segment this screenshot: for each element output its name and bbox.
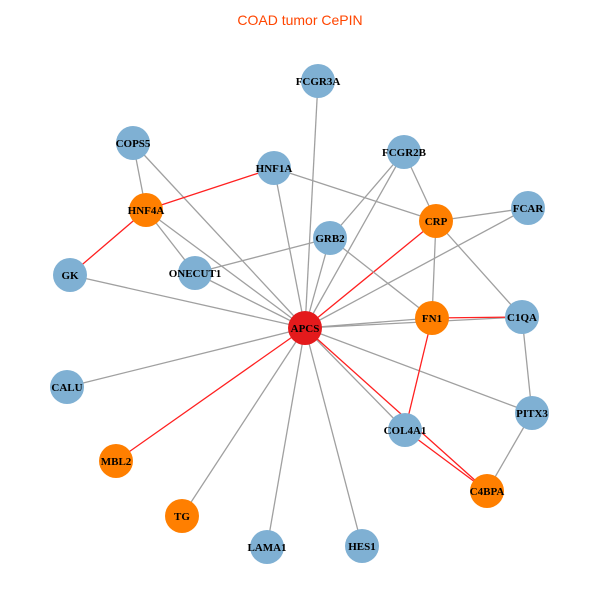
node-circle [129, 193, 163, 227]
node-circle [288, 311, 322, 345]
node-label: HNF1A [256, 163, 293, 175]
node-cops5[interactable]: COPS5 [116, 126, 151, 160]
edge-fn1-col4a1 [404, 317, 433, 431]
node-c1qa[interactable]: C1QA [505, 300, 539, 334]
diagram-title: COAD tumor CePIN [237, 12, 363, 28]
edge-grb2-fn1 [329, 237, 433, 319]
edge-apcs-hnf4a [145, 209, 306, 329]
node-label: FCAR [513, 203, 545, 215]
edge-fcgr2b-grb2 [329, 151, 405, 239]
edge-apcs-cops5 [132, 142, 306, 329]
node-fcgr2b[interactable]: FCGR2B [382, 135, 427, 169]
node-circle [419, 204, 453, 238]
edge-col4a1-c4bpa [404, 429, 488, 492]
edge-hnf1a-crp [273, 167, 437, 222]
node-label: HES1 [348, 541, 376, 553]
edge-apcs-hes1 [304, 327, 363, 547]
edge-apcs-onecut1 [194, 272, 306, 329]
node-label: FN1 [422, 313, 442, 325]
node-lama1[interactable]: LAMA1 [247, 530, 287, 564]
node-circle [345, 529, 379, 563]
node-circle [178, 256, 212, 290]
node-label: GK [61, 270, 79, 282]
node-label: LAMA1 [247, 542, 286, 554]
edge-apcs-tg [181, 327, 306, 517]
node-hnf1a[interactable]: HNF1A [256, 151, 293, 185]
node-fcgr3a[interactable]: FCGR3A [296, 64, 341, 98]
node-label: FCGR3A [296, 76, 341, 88]
node-tg[interactable]: TG [165, 499, 199, 533]
node-hnf4a[interactable]: HNF4A [128, 193, 165, 227]
edge-apcs-lama1 [266, 327, 306, 548]
node-circle [515, 396, 549, 430]
node-circle [388, 413, 422, 447]
node-circle [53, 258, 87, 292]
node-label: C1QA [507, 312, 537, 324]
edge-apcs-fcgr2b [304, 151, 405, 329]
node-circle [50, 370, 84, 404]
node-label: CRP [425, 216, 448, 228]
node-col4a1[interactable]: COL4A1 [384, 413, 427, 447]
node-circle [511, 191, 545, 225]
node-circle [99, 444, 133, 478]
node-circle [116, 126, 150, 160]
node-fcar[interactable]: FCAR [511, 191, 545, 225]
node-hes1[interactable]: HES1 [345, 529, 379, 563]
node-circle [387, 135, 421, 169]
node-label: GRB2 [315, 233, 345, 245]
edge-crp-c1qa [435, 220, 523, 318]
node-label: COL4A1 [384, 425, 427, 437]
edge-apcs-fcar [304, 207, 529, 329]
node-label: PITX3 [516, 408, 548, 420]
node-label: TG [174, 511, 190, 523]
node-circle [470, 474, 504, 508]
edge-apcs-mbl2 [115, 327, 306, 462]
node-onecut1[interactable]: ONECUT1 [169, 256, 222, 290]
node-label: MBL2 [101, 456, 132, 468]
edge-apcs-fcgr3a [304, 80, 319, 329]
edge-apcs-c4bpa [304, 327, 488, 492]
node-label: FCGR2B [382, 147, 427, 159]
node-c4bpa[interactable]: C4BPA [470, 474, 505, 508]
node-mbl2[interactable]: MBL2 [99, 444, 133, 478]
node-crp[interactable]: CRP [419, 204, 453, 238]
node-gk[interactable]: GK [53, 258, 87, 292]
edge-hnf4a-hnf1a [145, 167, 275, 211]
edge-onecut1-grb2 [194, 237, 331, 274]
node-circle [257, 151, 291, 185]
node-label: ONECUT1 [169, 268, 222, 280]
node-circle [415, 301, 449, 335]
edge-apcs-calu [66, 327, 306, 388]
edge-apcs-pitx3 [304, 327, 533, 414]
node-label: CALU [51, 382, 82, 394]
node-circle [505, 300, 539, 334]
edge-apcs-c1qa [304, 316, 523, 329]
edge-apcs-col4a1 [304, 327, 406, 431]
edge-apcs-gk [69, 274, 306, 329]
node-label: C4BPA [470, 486, 505, 498]
node-calu[interactable]: CALU [50, 370, 84, 404]
node-circle [250, 530, 284, 564]
node-grb2[interactable]: GRB2 [313, 221, 347, 255]
node-label: APCS [291, 323, 320, 335]
node-circle [301, 64, 335, 98]
node-pitx3[interactable]: PITX3 [515, 396, 549, 430]
node-fn1[interactable]: FN1 [415, 301, 449, 335]
node-circle [165, 499, 199, 533]
node-apcs[interactable]: APCS [288, 311, 322, 345]
edge-apcs-crp [304, 220, 437, 329]
node-label: HNF4A [128, 205, 165, 217]
node-circle [313, 221, 347, 255]
node-label: COPS5 [116, 138, 151, 150]
